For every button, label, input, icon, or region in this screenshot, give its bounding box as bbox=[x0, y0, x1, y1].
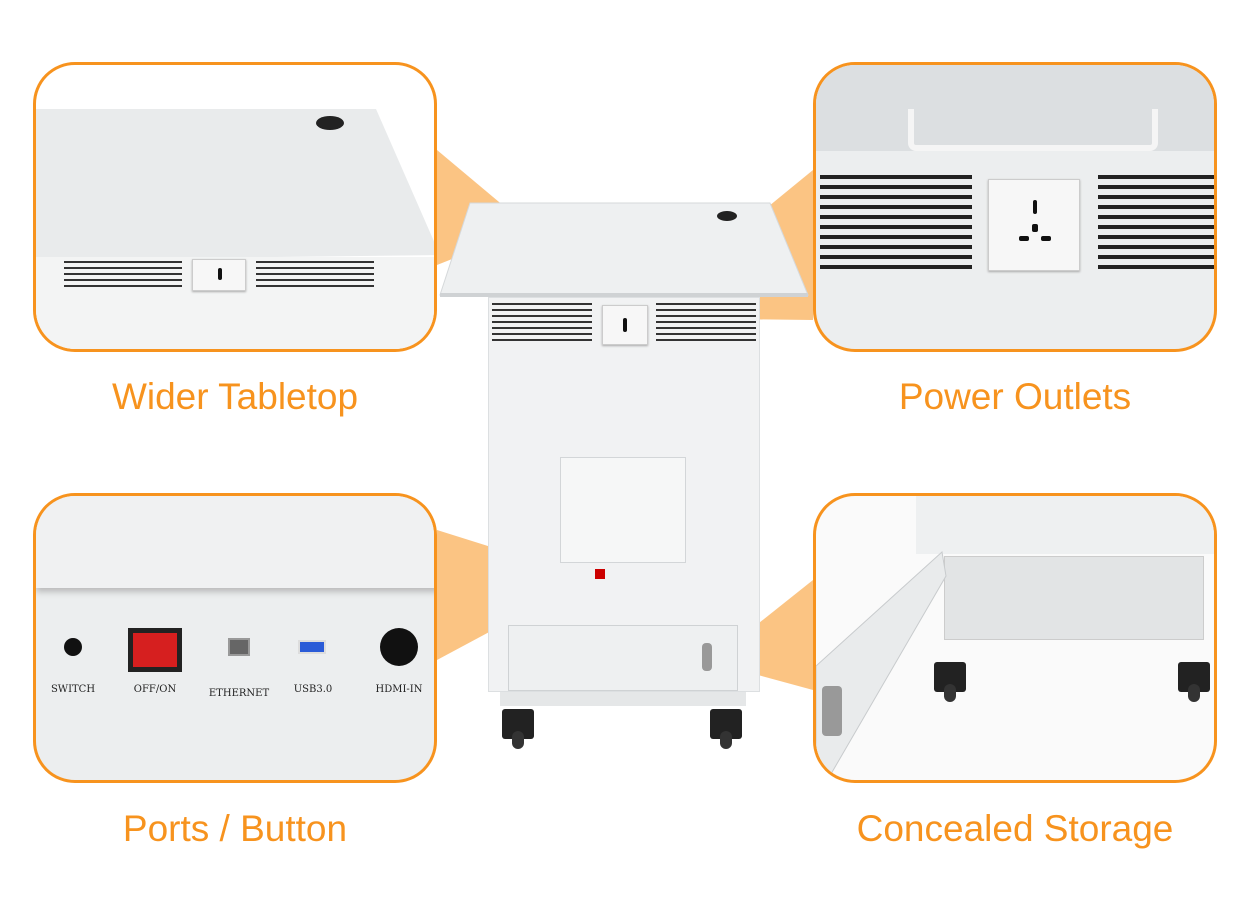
caster-icon bbox=[934, 662, 966, 702]
caster-icon bbox=[710, 709, 742, 749]
port-label: SWITCH bbox=[50, 684, 96, 695]
feature-panel-tabletop bbox=[33, 62, 437, 352]
caption-outlets: Power Outlets bbox=[898, 376, 1132, 417]
hdmi-port-icon bbox=[380, 628, 418, 666]
ethernet-port-icon bbox=[228, 638, 250, 656]
podium-image bbox=[430, 195, 820, 755]
storage-compartment bbox=[944, 556, 1204, 640]
port-label: ETHERNET bbox=[208, 688, 270, 699]
latch-icon bbox=[702, 643, 712, 671]
port-label: HDMI-IN bbox=[375, 684, 423, 695]
feature-panel-storage bbox=[813, 493, 1217, 783]
outlet-icon bbox=[192, 259, 246, 291]
power-switch-icon bbox=[595, 569, 605, 579]
switch-button-icon bbox=[64, 638, 82, 656]
feature-panel-ports: SWITCH OFF/ON ETHERNET USB3.0 HDMI-IN bbox=[33, 493, 437, 783]
handle-icon bbox=[908, 109, 1158, 151]
caption-storage: Concealed Storage bbox=[856, 808, 1174, 849]
usb-port-icon bbox=[298, 640, 326, 654]
feature-panel-outlets bbox=[813, 62, 1217, 352]
open-door bbox=[816, 551, 947, 780]
outlet-icon bbox=[602, 305, 648, 345]
power-rocker-icon bbox=[128, 628, 182, 672]
document-holder bbox=[560, 457, 686, 563]
port-label: USB3.0 bbox=[293, 684, 333, 695]
caption-tabletop: Wider Tabletop bbox=[111, 376, 359, 417]
caster-icon bbox=[1178, 662, 1210, 702]
outlet-icon bbox=[988, 179, 1080, 271]
port-label: OFF/ON bbox=[133, 684, 177, 695]
tabletop bbox=[439, 202, 809, 297]
caption-ports: Ports / Button bbox=[122, 808, 348, 849]
caster-icon bbox=[502, 709, 534, 749]
storage-door bbox=[508, 625, 738, 691]
